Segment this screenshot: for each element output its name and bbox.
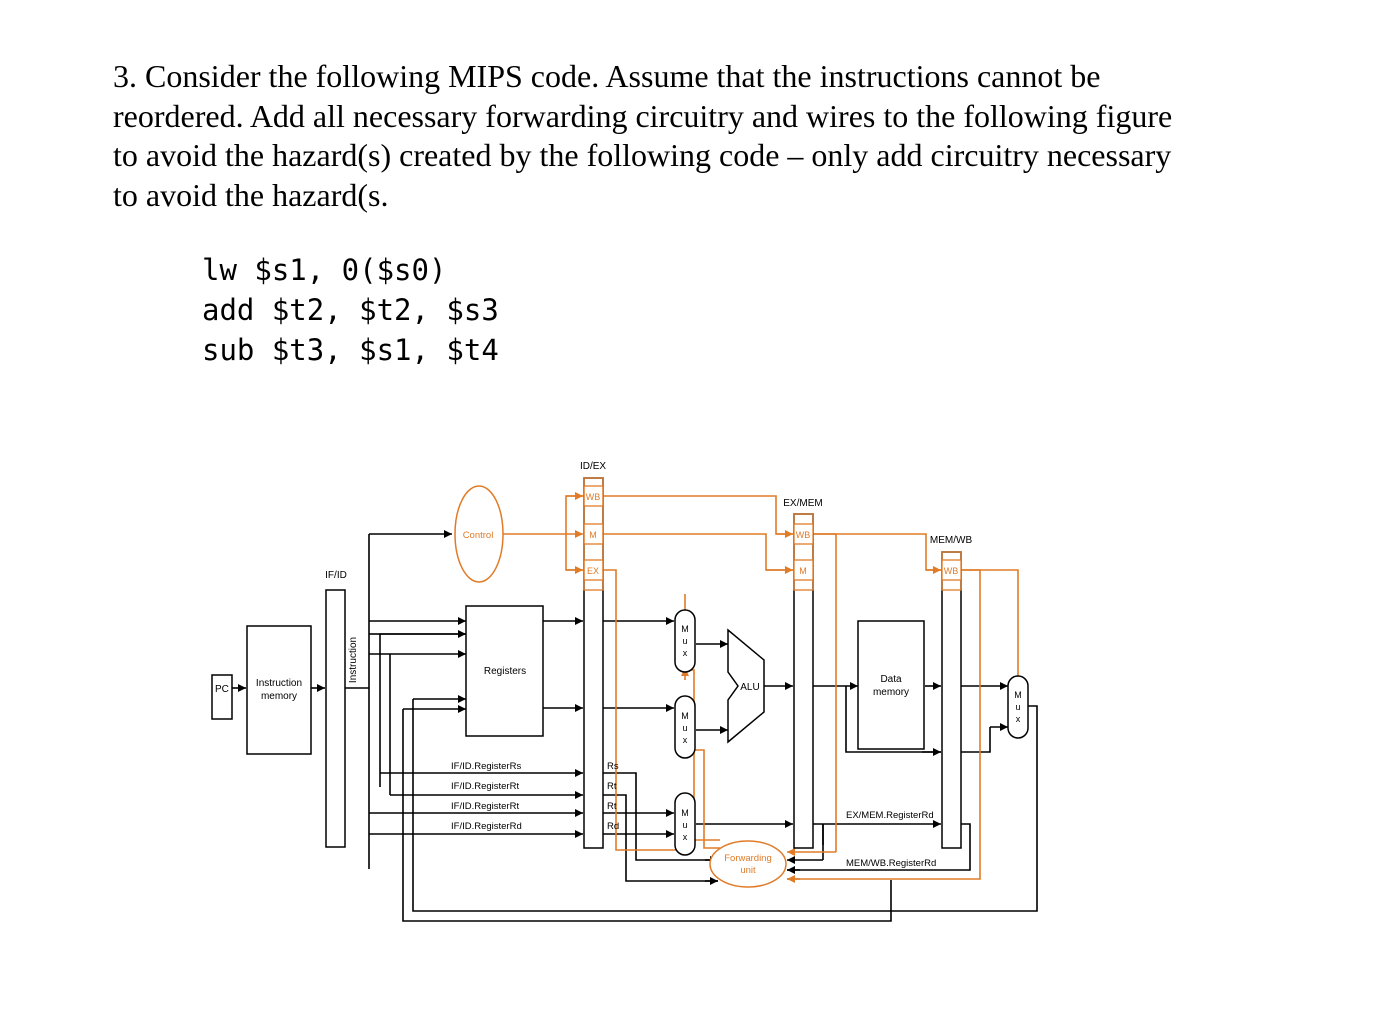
ifid-register-rd-label: IF/ID.RegisterRd bbox=[451, 821, 522, 832]
mux-c-m: M bbox=[681, 808, 689, 818]
pc-register: PC bbox=[211, 674, 233, 720]
alu: ALU bbox=[727, 628, 765, 744]
ifid-register-rs-label: IF/ID.RegisterRs bbox=[451, 761, 521, 772]
mux-d-m: M bbox=[1014, 690, 1022, 700]
rs-label: Rs bbox=[607, 761, 619, 772]
ex-mem-wb-label: WB bbox=[796, 530, 811, 540]
memwb-register-rd-label: MEM/WB.RegisterRd bbox=[846, 858, 936, 869]
question-line-3: to avoid the hazard(s) created by the fo… bbox=[113, 137, 1172, 173]
mux-d-x: x bbox=[1016, 714, 1021, 724]
control-label: Control bbox=[463, 530, 494, 541]
code-line-3: sub $t3, $s1, $t4 bbox=[202, 333, 499, 367]
data-memory: Data memory bbox=[857, 620, 925, 750]
if-id-register: IF/ID Instruction bbox=[325, 570, 359, 848]
question-line-2: reordered. Add all necessary forwarding … bbox=[113, 97, 1173, 134]
if-id-label: IF/ID bbox=[325, 570, 347, 581]
question-line-1: 3. Consider the following MIPS code. Ass… bbox=[113, 58, 1101, 94]
data-memory-label-2: memory bbox=[873, 687, 909, 698]
mux-d-u: u bbox=[1015, 702, 1020, 712]
register-field-labels: IF/ID.RegisterRs IF/ID.RegisterRt IF/ID.… bbox=[451, 761, 522, 832]
code-line-2: add $t2, $t2, $s3 bbox=[202, 293, 499, 327]
ex-mem-label: EX/MEM bbox=[783, 498, 822, 509]
mips-code: lw $s1, 0($s0) add $t2, $t2, $s3 sub $t3… bbox=[202, 250, 499, 370]
pc-label: PC bbox=[215, 684, 229, 695]
instruction-memory-label-1: Instruction bbox=[256, 678, 302, 689]
ex-mem-m-label: M bbox=[799, 566, 807, 576]
code-line-1: lw $s1, 0($s0) bbox=[202, 253, 447, 287]
id-ex-m-label: M bbox=[589, 530, 597, 540]
mem-wb-wb-label: WB bbox=[944, 566, 959, 576]
id-ex-register: ID/EX WB M EX Rs Rt Rt Rd bbox=[580, 461, 619, 849]
question-text: 3. Consider the following MIPS code. Ass… bbox=[113, 57, 1293, 215]
mem-wb-label: MEM/WB bbox=[930, 535, 973, 546]
control-wires bbox=[503, 492, 1019, 883]
mux-a-m: M bbox=[681, 624, 689, 634]
forwarding-unit-label-2: unit bbox=[740, 865, 756, 876]
regdst-mux: M u x bbox=[674, 792, 696, 856]
forwarding-unit-label-1: Forwarding bbox=[724, 853, 772, 864]
rt-label-2: Rt bbox=[607, 801, 617, 812]
alu-mux-a: M u x bbox=[674, 609, 696, 673]
ex-mem-register: EX/MEM WB M bbox=[783, 498, 823, 849]
forwarding-unit: Forwarding unit bbox=[709, 840, 787, 888]
alu-label: ALU bbox=[740, 682, 759, 693]
id-ex-wb-label: WB bbox=[586, 492, 601, 502]
mux-b-m: M bbox=[681, 711, 689, 721]
id-ex-ex-label: EX bbox=[587, 566, 599, 576]
ifid-register-rt-label-2: IF/ID.RegisterRt bbox=[451, 801, 519, 812]
mux-a-x: x bbox=[683, 648, 688, 658]
exmem-register-rd-label: EX/MEM.RegisterRd bbox=[846, 810, 934, 821]
instruction-memory: Instruction memory bbox=[246, 625, 312, 755]
datapath-wires bbox=[232, 530, 1038, 922]
question-line-4: to avoid the hazard(s. bbox=[113, 176, 389, 213]
instruction-label: Instruction bbox=[348, 637, 359, 683]
instruction-memory-label-2: memory bbox=[261, 691, 297, 702]
rt-label-1: Rt bbox=[607, 781, 617, 792]
registers-label: Registers bbox=[484, 666, 526, 677]
mux-a-u: u bbox=[682, 636, 687, 646]
mux-c-x: x bbox=[683, 832, 688, 842]
alu-mux-b: M u x bbox=[674, 695, 696, 759]
data-memory-label-1: Data bbox=[880, 674, 902, 685]
rd-label: Rd bbox=[607, 821, 619, 832]
pipeline-register-labels: EX/MEM.RegisterRd MEM/WB.RegisterRd bbox=[846, 810, 936, 869]
mux-c-u: u bbox=[682, 820, 687, 830]
writeback-mux: M u x bbox=[1007, 675, 1029, 739]
mux-b-u: u bbox=[682, 723, 687, 733]
ifid-register-rt-label-1: IF/ID.RegisterRt bbox=[451, 781, 519, 792]
mem-wb-register: MEM/WB WB bbox=[930, 535, 973, 849]
id-ex-label: ID/EX bbox=[580, 461, 606, 472]
mux-b-x: x bbox=[683, 735, 688, 745]
control-unit: Control bbox=[454, 485, 504, 583]
register-file: Registers bbox=[465, 605, 544, 737]
